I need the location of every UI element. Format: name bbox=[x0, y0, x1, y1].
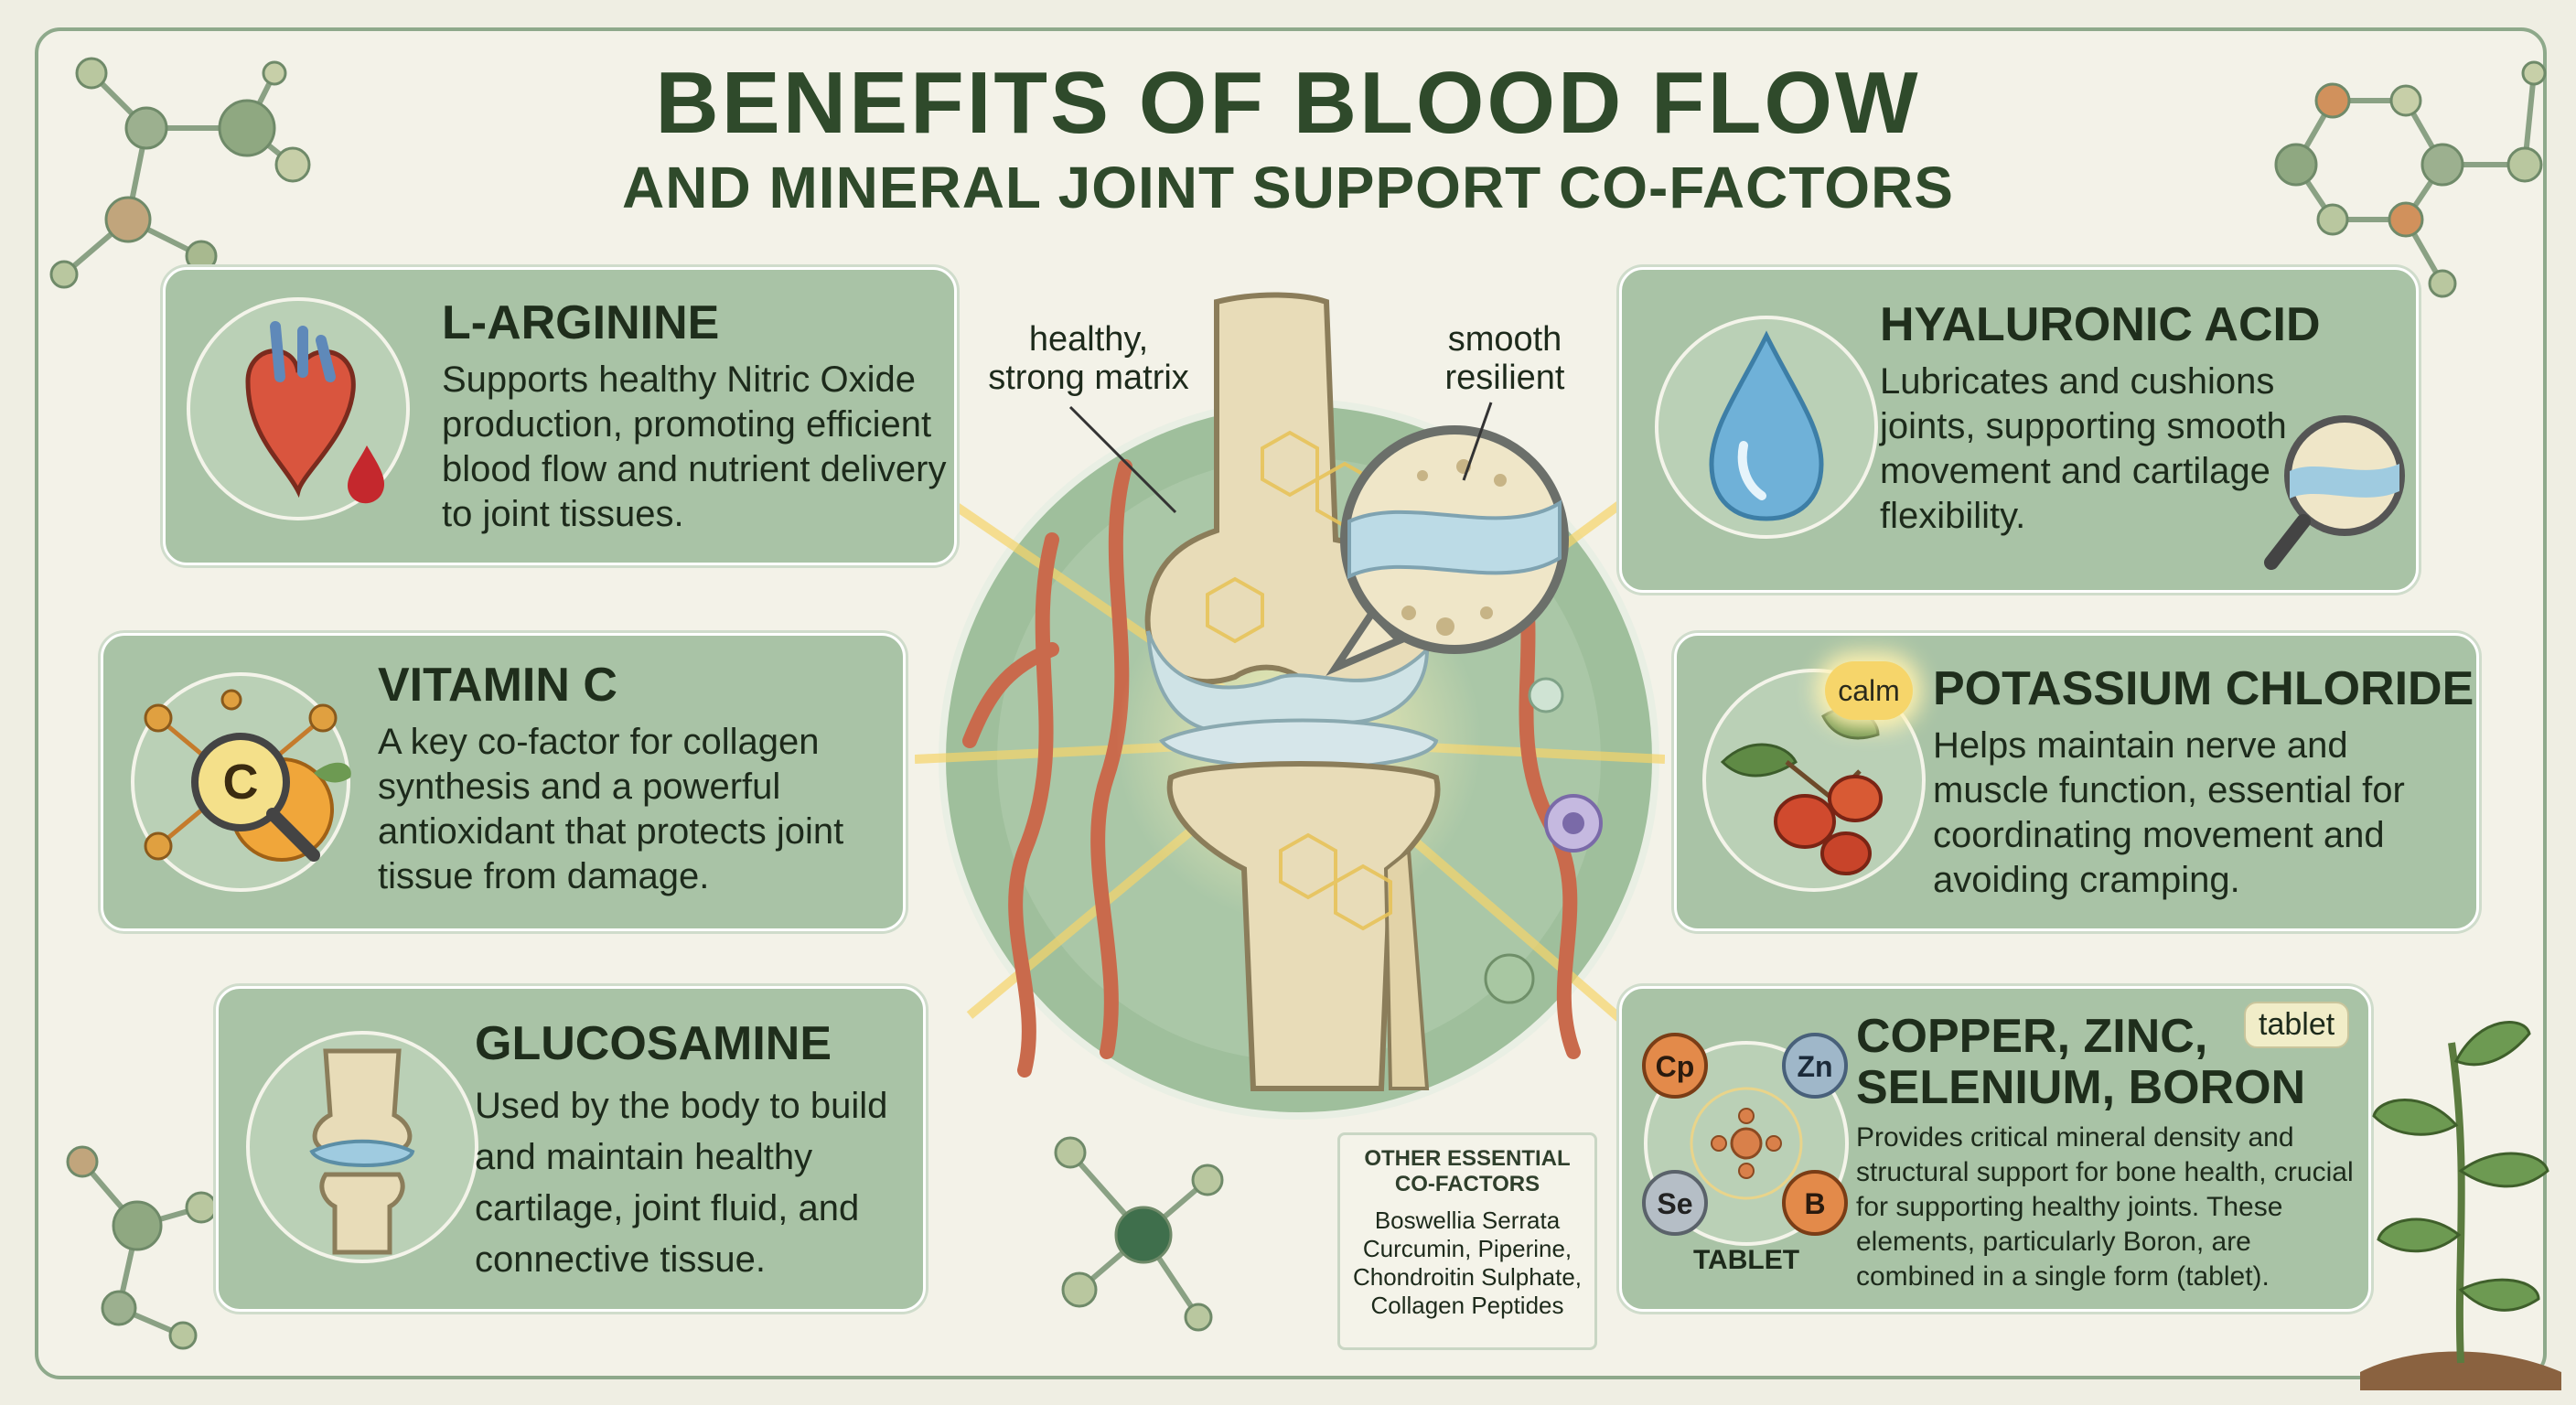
page-title: BENEFITS OF BLOOD FLOW bbox=[655, 54, 1921, 152]
rosehip-icon bbox=[1702, 669, 1926, 892]
cofactor-item: Boswellia Serrata bbox=[1374, 1207, 1561, 1234]
vitamin-c-letter: C bbox=[223, 755, 259, 810]
card-title: L-ARGININE bbox=[442, 296, 720, 349]
magnifier-icon bbox=[2264, 415, 2405, 570]
card-l-arginine: L-ARGININE Supports healthy Nitric Oxide… bbox=[163, 267, 957, 565]
cofactor-item: Collagen Peptides bbox=[1370, 1292, 1564, 1319]
card-hyaluronic-acid: HYALURONIC ACID Lubricates and cushions … bbox=[1619, 267, 2419, 593]
heart-icon bbox=[187, 297, 410, 520]
vitamin-c-icon: C bbox=[131, 672, 351, 892]
card-text: Supports healthy Nitric Oxide production… bbox=[442, 359, 947, 534]
other-cofactors-heading-1: OTHER ESSENTIAL bbox=[1364, 1146, 1571, 1171]
knee-joint-illustration bbox=[915, 292, 1665, 1120]
label-healthy-matrix: healthy, strong matrix bbox=[988, 320, 1189, 397]
tablet-tag: tablet bbox=[2244, 1002, 2350, 1048]
label-smooth-resilient: smooth resilient bbox=[1444, 320, 1565, 397]
card-text: Helps maintain nerve and muscle function… bbox=[1933, 725, 2405, 900]
molecule-icon-top-left bbox=[49, 57, 311, 289]
other-cofactors-heading-2: CO-FACTORS bbox=[1394, 1172, 1540, 1196]
card-title: VITAMIN C bbox=[378, 659, 617, 712]
calm-badge: calm bbox=[1825, 661, 1913, 720]
tablet-caption: TABLET bbox=[1693, 1245, 1799, 1275]
element-zinc: Zn bbox=[1797, 1050, 1832, 1083]
knee-joint-icon bbox=[246, 1031, 478, 1263]
page-subtitle: AND MINERAL JOINT SUPPORT CO-FACTORS bbox=[622, 155, 1954, 220]
other-cofactors-box: OTHER ESSENTIAL CO-FACTORS Boswellia Ser… bbox=[1337, 1132, 1597, 1350]
card-title: POTASSIUM CHLORIDE bbox=[1933, 662, 2474, 715]
minerals-icon: Cp Zn Se B TABLET bbox=[1642, 1033, 1849, 1275]
card-vitamin-c: C VITAMIN C A key co-factor for collagen… bbox=[101, 633, 906, 931]
card-text: Provides critical mineral density and st… bbox=[1856, 1122, 2354, 1292]
card-minerals: Cp Zn Se B TABLET tablet COPPER, ZINC, S… bbox=[1619, 986, 2371, 1312]
element-boron: B bbox=[1804, 1187, 1825, 1220]
plant-icon bbox=[2360, 1021, 2561, 1390]
cofactor-item: Chondroitin Sulphate, bbox=[1352, 1263, 1583, 1291]
card-text: A key co-factor for collagen synthesis a… bbox=[378, 722, 844, 896]
water-drop-icon bbox=[1655, 316, 1878, 539]
card-title: HYALURONIC ACID bbox=[1880, 298, 2321, 351]
card-potassium-chloride: calm POTASSIUM CHLORIDE Helps maintain n… bbox=[1674, 633, 2479, 931]
card-text: Lubricates and cushions joints, supporti… bbox=[1880, 361, 2287, 536]
card-text: Used by the body to build and maintain h… bbox=[475, 1086, 888, 1280]
element-selenium: Se bbox=[1657, 1187, 1692, 1220]
card-glucosamine: GLUCOSAMINE Used by the body to build an… bbox=[216, 986, 926, 1312]
card-title-line2: SELENIUM, BORON bbox=[1856, 1061, 2306, 1114]
card-title-line1: COPPER, ZINC, bbox=[1856, 1010, 2208, 1063]
molecule-icon-top-right bbox=[2274, 60, 2547, 298]
element-copper: Cp bbox=[1656, 1050, 1695, 1083]
cofactor-item: Curcumin, Piperine, bbox=[1362, 1235, 1572, 1262]
molecule-icon-bottom-center bbox=[1054, 1136, 1224, 1332]
card-title: GLUCOSAMINE bbox=[475, 1017, 832, 1070]
molecule-icon-bottom-left bbox=[66, 1145, 218, 1350]
